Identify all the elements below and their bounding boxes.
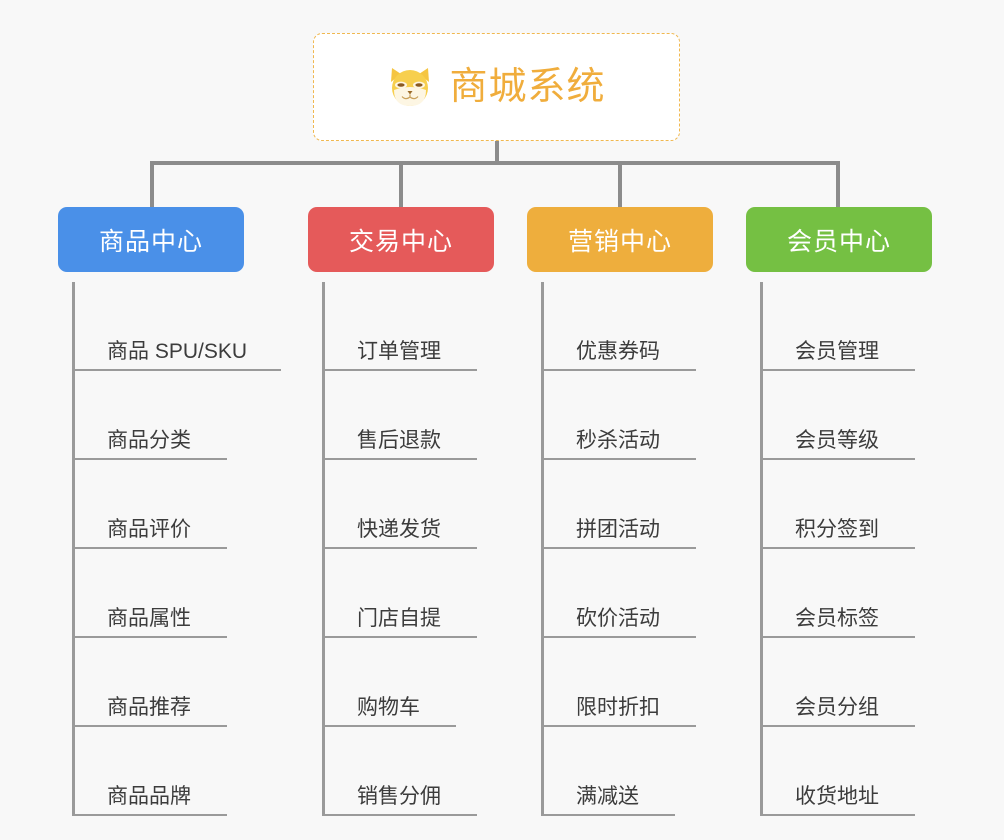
list-item-underline xyxy=(544,814,675,816)
list-item-underline xyxy=(325,547,477,549)
category-header-product-center[interactable]: 商品中心 xyxy=(58,207,244,272)
list-item[interactable]: 砍价活动 xyxy=(544,549,727,638)
list-item-underline xyxy=(325,814,477,816)
list-item-underline xyxy=(75,547,227,549)
category-header-trade-center[interactable]: 交易中心 xyxy=(308,207,494,272)
category-header-label: 商品中心 xyxy=(98,227,203,256)
connector-drop-marketing-center xyxy=(618,161,622,207)
list-item-label: 砍价活动 xyxy=(576,607,660,630)
list-item-label: 秒杀活动 xyxy=(576,429,660,452)
list-item-underline xyxy=(544,369,696,371)
list-item-underline xyxy=(325,636,477,638)
list-item-label: 售后退款 xyxy=(357,429,441,452)
list-item[interactable]: 商品属性 xyxy=(75,549,258,638)
list-item-underline xyxy=(75,369,281,371)
list-item[interactable]: 订单管理 xyxy=(325,282,508,371)
list-item-underline xyxy=(75,725,227,727)
list-item-label: 限时折扣 xyxy=(576,696,660,719)
shiba-inu-dog-face-icon xyxy=(387,63,435,111)
list-item[interactable]: 售后退款 xyxy=(325,371,508,460)
list-item-underline xyxy=(325,369,477,371)
list-item-label: 商品推荐 xyxy=(107,696,191,719)
list-item[interactable]: 会员等级 xyxy=(763,371,946,460)
list-item-label: 商品分类 xyxy=(107,429,191,452)
list-item-label: 会员分组 xyxy=(795,696,879,719)
category-header-member-center[interactable]: 会员中心 xyxy=(746,207,932,272)
list-item[interactable]: 拼团活动 xyxy=(544,460,727,549)
list-item-underline xyxy=(544,636,696,638)
root-node-title: 商城系统 xyxy=(449,66,606,108)
list-item-underline xyxy=(763,814,915,816)
list-item-underline xyxy=(544,547,696,549)
category-header-label: 交易中心 xyxy=(348,227,453,256)
connector-horizontal-bar xyxy=(150,161,840,165)
category-header-marketing-center[interactable]: 营销中心 xyxy=(527,207,713,272)
list-item-label: 购物车 xyxy=(357,696,420,719)
list-item-label: 会员标签 xyxy=(795,607,879,630)
connector-drop-trade-center xyxy=(399,161,403,207)
list-item-label: 满减送 xyxy=(576,785,639,808)
list-item[interactable]: 销售分佣 xyxy=(325,727,508,816)
list-item-label: 快递发货 xyxy=(357,518,441,541)
item-list-marketing-center: 优惠券码秒杀活动拼团活动砍价活动限时折扣满减送 xyxy=(541,282,727,816)
list-item-underline xyxy=(75,636,227,638)
list-item-underline xyxy=(763,369,915,371)
list-item-label: 商品评价 xyxy=(107,518,191,541)
list-item-label: 会员等级 xyxy=(795,429,879,452)
list-item[interactable]: 商品品牌 xyxy=(75,727,258,816)
list-item[interactable]: 会员管理 xyxy=(763,282,946,371)
list-item-label: 商品品牌 xyxy=(107,785,191,808)
list-item-underline xyxy=(544,458,696,460)
list-item[interactable]: 商品 SPU/SKU xyxy=(75,282,281,371)
list-item[interactable]: 快递发货 xyxy=(325,460,508,549)
item-list-member-center: 会员管理会员等级积分签到会员标签会员分组收货地址 xyxy=(760,282,946,816)
list-item-underline xyxy=(544,725,696,727)
list-item-label: 拼团活动 xyxy=(576,518,660,541)
list-item-label: 会员管理 xyxy=(795,340,879,363)
list-item-label: 收货地址 xyxy=(795,785,879,808)
list-item[interactable]: 商品分类 xyxy=(75,371,258,460)
list-item-label: 门店自提 xyxy=(357,607,441,630)
category-header-label: 营销中心 xyxy=(567,227,672,256)
list-item[interactable]: 会员分组 xyxy=(763,638,946,727)
list-item-underline xyxy=(763,725,915,727)
root-node-shopping-mall-system[interactable]: 商城系统 xyxy=(313,33,680,141)
list-item-label: 商品属性 xyxy=(107,607,191,630)
list-item-label: 销售分佣 xyxy=(357,785,441,808)
list-item[interactable]: 收货地址 xyxy=(763,727,946,816)
connector-drop-product-center xyxy=(150,161,154,207)
list-item[interactable]: 积分签到 xyxy=(763,460,946,549)
list-item[interactable]: 满减送 xyxy=(544,727,727,816)
list-item[interactable]: 门店自提 xyxy=(325,549,508,638)
list-item-underline xyxy=(763,547,915,549)
list-item[interactable]: 会员标签 xyxy=(763,549,946,638)
list-item[interactable]: 商品推荐 xyxy=(75,638,258,727)
list-item[interactable]: 秒杀活动 xyxy=(544,371,727,460)
list-item-underline xyxy=(325,725,456,727)
list-item-underline xyxy=(763,458,915,460)
list-item-label: 积分签到 xyxy=(795,518,879,541)
list-item-underline xyxy=(325,458,477,460)
list-item-underline xyxy=(75,458,227,460)
list-item[interactable]: 限时折扣 xyxy=(544,638,727,727)
list-item[interactable]: 优惠券码 xyxy=(544,282,727,371)
connector-root-stem xyxy=(495,141,499,163)
item-list-product-center: 商品 SPU/SKU 商品分类商品评价商品属性商品推荐商品品牌 xyxy=(72,282,281,816)
list-item-underline xyxy=(763,636,915,638)
list-item-label: 商品 SPU/SKU xyxy=(107,340,248,363)
item-list-trade-center: 订单管理售后退款快递发货门店自提购物车销售分佣 xyxy=(322,282,508,816)
category-header-label: 会员中心 xyxy=(786,227,891,256)
connector-drop-member-center xyxy=(836,161,840,207)
list-item[interactable]: 购物车 xyxy=(325,638,508,727)
list-item-underline xyxy=(75,814,227,816)
list-item-label: 优惠券码 xyxy=(576,340,660,363)
list-item-label: 订单管理 xyxy=(357,340,441,363)
list-item[interactable]: 商品评价 xyxy=(75,460,258,549)
